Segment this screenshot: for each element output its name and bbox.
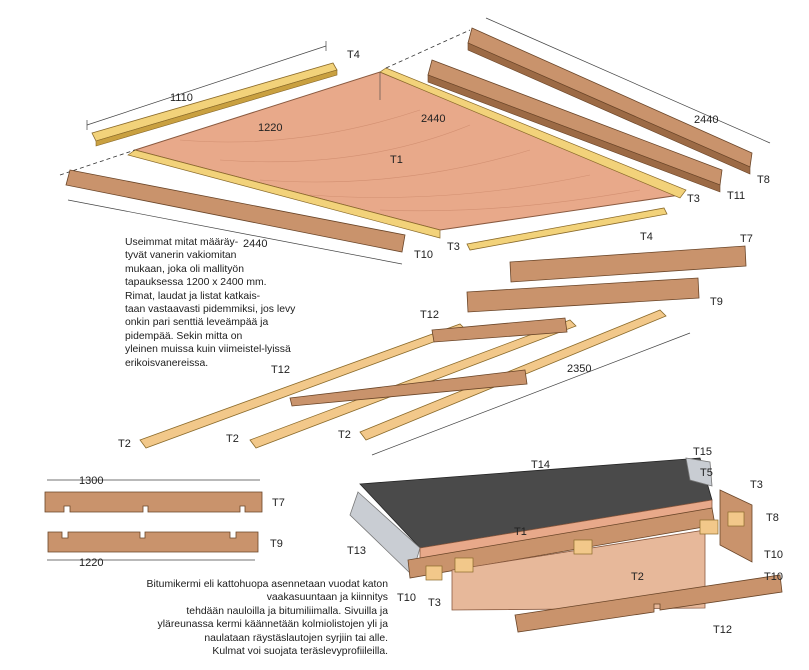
label-t4-top: T4 [347, 49, 360, 61]
caption-felt-installation: Bitumikermi eli kattohuopa asennetaan vu… [146, 579, 388, 658]
roof-section [349, 457, 753, 611]
guide-lines [59, 29, 471, 176]
label-t7-detail: T7 [272, 497, 285, 509]
label-t8-section: T8 [766, 512, 779, 524]
label-t3-front: T3 [447, 241, 460, 253]
dimension-2440-t8: 2440 [694, 114, 718, 126]
board-t10 [65, 169, 406, 253]
label-t2-left: T2 [118, 438, 131, 450]
label-t5: T5 [700, 467, 713, 479]
label-t3-right: T3 [687, 193, 700, 205]
board-t9-detail [47, 531, 259, 553]
frame-crossbars-t12 [289, 317, 568, 407]
label-t1-section: T1 [514, 526, 527, 538]
label-t3-section-left: T3 [428, 597, 441, 609]
label-t10-section-left: T10 [397, 592, 416, 604]
dimension-1220-bottom: 1220 [79, 557, 103, 569]
label-t8: T8 [757, 174, 770, 186]
label-t13: T13 [347, 545, 366, 557]
label-t7-top: T7 [740, 233, 753, 245]
label-t14: T14 [531, 459, 550, 471]
board-t11 [427, 59, 723, 193]
board-t9 [466, 277, 700, 313]
label-t2-section: T2 [631, 571, 644, 583]
strip-t4-top [91, 62, 338, 147]
strip-t3-left [127, 149, 441, 239]
label-t1-top: T1 [390, 154, 403, 166]
label-t12-lower: T12 [271, 364, 290, 376]
strip-t4-bottom [466, 207, 668, 251]
caption-dimensions-note: Useimmat mitat määräy- tyvät vanerin vak… [125, 237, 296, 369]
dimension-2440-t10: 2440 [243, 238, 267, 250]
label-t10-section-far: T10 [764, 571, 783, 583]
board-t8 [467, 27, 753, 175]
dimension-line-2350 [371, 332, 691, 456]
dimension-line-1110 [86, 41, 327, 130]
label-t11: T11 [727, 190, 745, 202]
dimension-line-2440-t8 [485, 17, 771, 144]
dimension-2350: 2350 [567, 363, 591, 375]
dimension-1300: 1300 [79, 475, 103, 487]
dimension-2440-plywood: 2440 [421, 113, 445, 125]
label-t12-section: T12 [713, 624, 732, 636]
label-t2-right: T2 [338, 429, 351, 441]
label-t9-detail: T9 [270, 538, 283, 550]
label-t12-upper: T12 [420, 309, 439, 321]
dimension-1110: 1110 [170, 92, 193, 104]
board-t7-detail [44, 491, 263, 513]
dimension-line-2440-t10 [67, 199, 403, 265]
dimension-1220: 1220 [258, 122, 282, 134]
board-t7 [509, 245, 747, 283]
label-t2-mid: T2 [226, 433, 239, 445]
board-t12-detail [514, 574, 783, 633]
strip-t3-right [379, 67, 687, 199]
label-t10-top: T10 [414, 249, 433, 261]
label-t9-top: T9 [710, 296, 723, 308]
label-t10-section-right: T10 [764, 549, 783, 561]
label-t3-section: T3 [750, 479, 763, 491]
label-t15: T15 [693, 446, 712, 458]
label-t4-bottom: T4 [640, 231, 653, 243]
